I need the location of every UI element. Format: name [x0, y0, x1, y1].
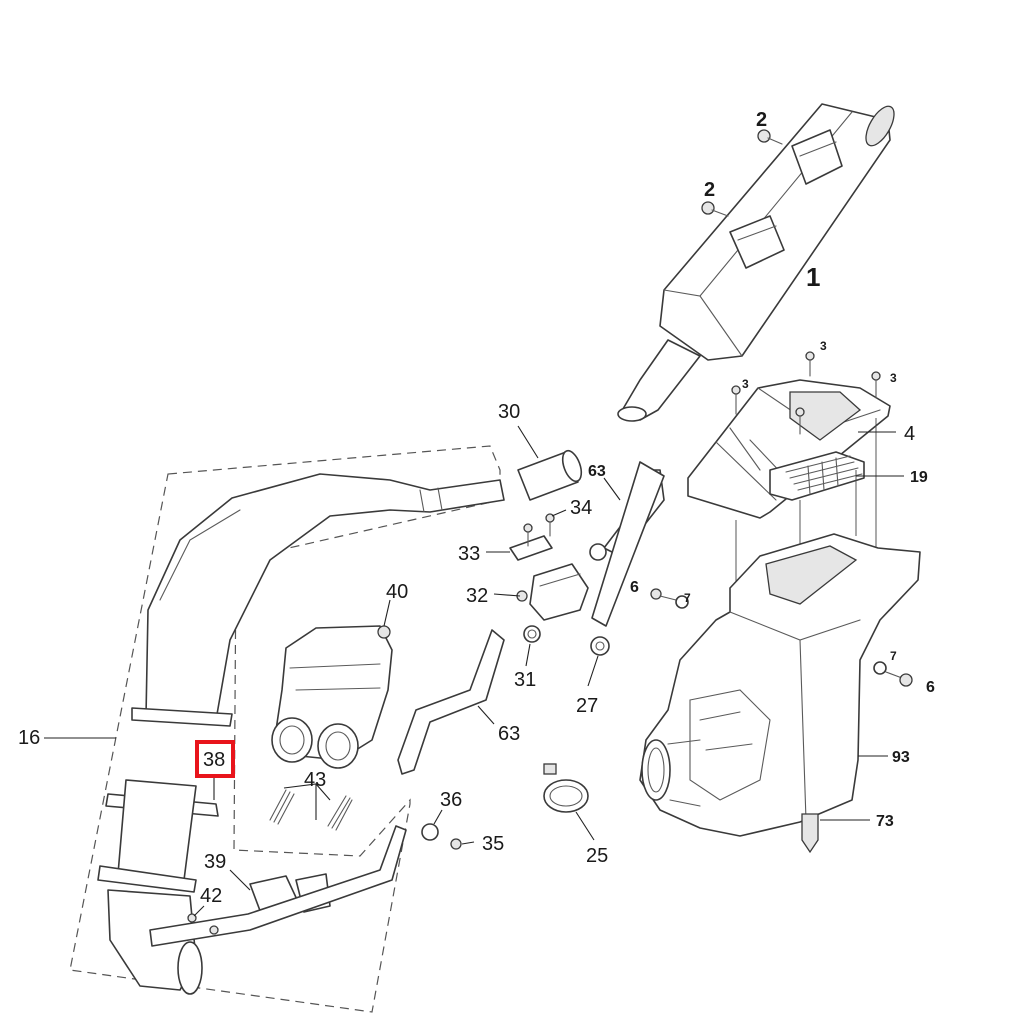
- callout-3-c: 3: [890, 371, 897, 385]
- callout-34: 34: [570, 497, 592, 519]
- callout-42: 42: [200, 885, 222, 907]
- callout-6-right: 6: [926, 679, 935, 696]
- callout-33: 33: [458, 543, 480, 565]
- callout-30: 30: [498, 401, 520, 423]
- muffler-bolt-lower: [701, 201, 729, 217]
- pipe-bracket: [149, 825, 407, 947]
- airbox-bolt-right: [873, 661, 913, 687]
- hose-clamp: [543, 763, 589, 813]
- callout-7-left: 7: [684, 591, 691, 605]
- breather-hose-upper: [591, 461, 665, 627]
- airbox-lid: [687, 379, 891, 519]
- callout-31: 31: [514, 669, 536, 691]
- callout-6-left: 6: [630, 579, 639, 596]
- callout-73: 73: [876, 813, 894, 830]
- callout-19: 19: [910, 469, 928, 486]
- muffler: [617, 103, 895, 422]
- callout-1: 1: [806, 262, 820, 292]
- fitting-27: [590, 636, 610, 656]
- airbox-bolt-left: [650, 588, 689, 609]
- callout-2-lower: 2: [704, 179, 715, 201]
- air-filter: [769, 451, 865, 501]
- airbox-drain: [801, 813, 819, 854]
- lid-screw-a: [805, 351, 815, 377]
- callout-7-right: 7: [890, 649, 897, 663]
- callout-93: 93: [892, 749, 910, 766]
- leader-lines: [44, 425, 904, 917]
- callout-39: 39: [204, 851, 226, 873]
- screw-34: [523, 513, 555, 547]
- breather-hose-lower: [397, 629, 505, 775]
- callout-32: 32: [466, 585, 488, 607]
- throttle-body: [271, 625, 393, 769]
- airbox-body: [639, 533, 921, 837]
- callout-27: 27: [576, 695, 598, 717]
- grommet-36: [421, 823, 439, 841]
- springs: [269, 789, 353, 831]
- callout-38: 38: [203, 749, 225, 771]
- screw-33: [509, 535, 553, 561]
- fitting-31: [523, 625, 541, 643]
- callout-38-highlight-box: [195, 740, 235, 778]
- valve-housing: [516, 563, 589, 621]
- lid-screw-b: [731, 385, 741, 415]
- callout-36: 36: [440, 789, 462, 811]
- callout-2-upper: 2: [756, 109, 767, 131]
- callout-35: 35: [482, 833, 504, 855]
- callout-3-a: 3: [820, 339, 827, 353]
- callout-25: 25: [586, 845, 608, 867]
- muffler-bolt-upper: [757, 129, 783, 145]
- callout-63-upper: 63: [588, 463, 606, 480]
- intake-sleeve: [517, 449, 583, 501]
- nut-35: [450, 838, 462, 850]
- callout-16: 16: [18, 727, 40, 749]
- callout-3-b: 3: [742, 377, 749, 391]
- callout-40: 40: [386, 581, 408, 603]
- lid-screw-c: [871, 371, 881, 399]
- lid-screw-d: [795, 407, 805, 435]
- callout-63-lower: 63: [498, 723, 520, 745]
- callout-43: 43: [304, 769, 326, 791]
- callout-4: 4: [904, 423, 915, 445]
- fitting-top: [589, 543, 607, 561]
